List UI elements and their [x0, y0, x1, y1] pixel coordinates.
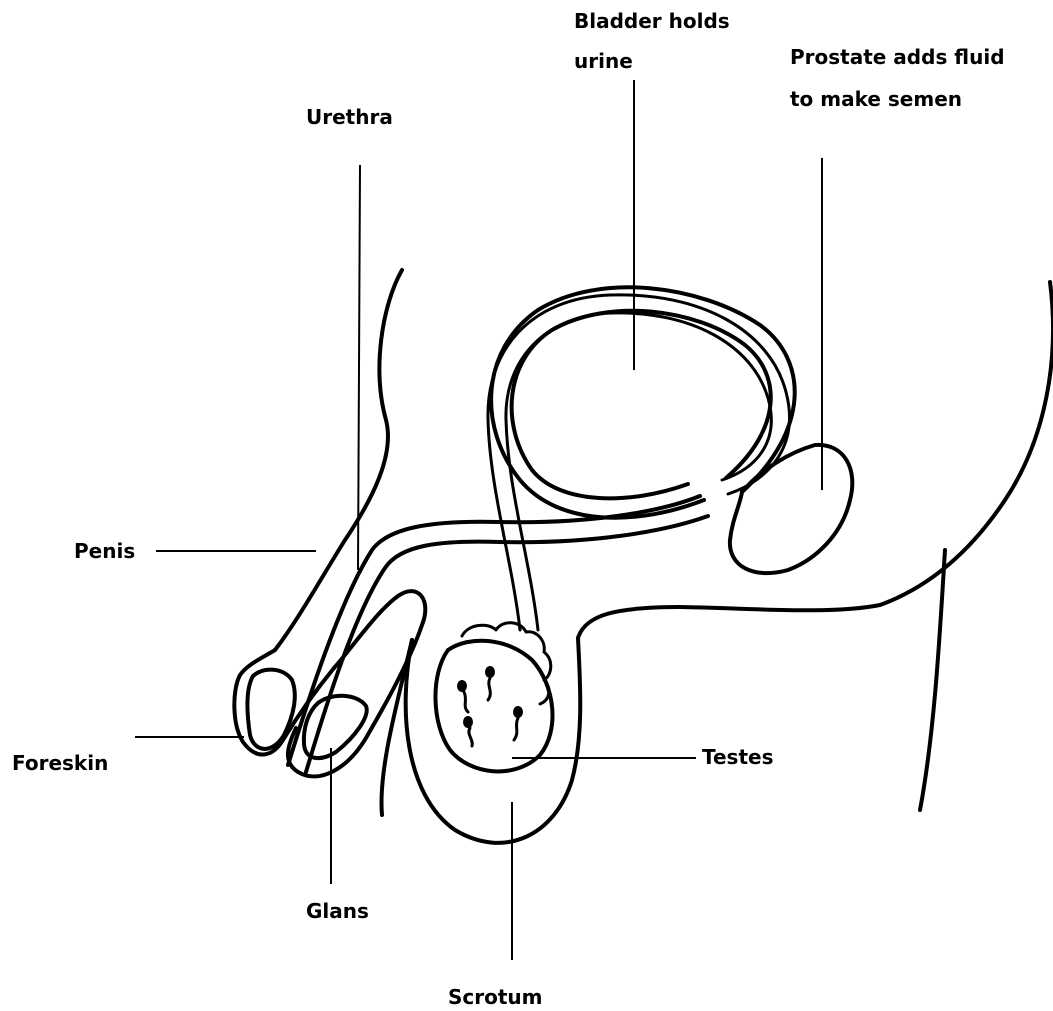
prostate-label-line2: to make semen [790, 87, 962, 111]
abdomen-outline [275, 270, 402, 650]
scrotum-label: Scrotum [448, 985, 543, 1009]
thigh-back-outline [920, 550, 945, 810]
prostate-label-line1: Prostate adds fluid [790, 45, 1005, 69]
bladder-label-line1: Bladder holds [574, 9, 730, 33]
testis [435, 641, 552, 772]
glans-label: Glans [306, 899, 369, 923]
urethra-label: Urethra [306, 105, 393, 129]
testes-label: Testes [702, 745, 773, 769]
bladder-inner-wall [512, 311, 771, 499]
penis-label: Penis [74, 539, 135, 563]
sperm-cells [457, 666, 523, 746]
foreskin-label: Foreskin [12, 751, 108, 775]
buttock-outline [578, 282, 1053, 638]
prostate-gland [730, 445, 852, 573]
urethra-leader [358, 165, 360, 570]
foreskin-fold [247, 670, 294, 749]
bladder-label-line2: urine [574, 49, 633, 73]
